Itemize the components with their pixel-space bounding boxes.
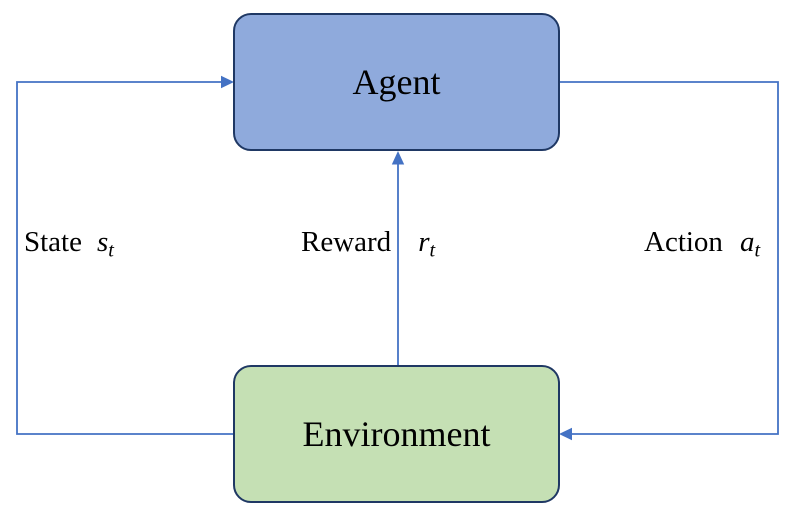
- action-symbol: at: [739, 226, 761, 262]
- action-label-word: Action: [644, 226, 723, 258]
- reward-label-word: Reward: [301, 226, 392, 258]
- state-label: State st: [24, 226, 114, 262]
- state-arrow: [16, 75, 234, 435]
- reward-arrowhead-icon: [391, 151, 405, 165]
- state-arrowhead-icon: [221, 75, 234, 89]
- state-label-word: State: [24, 226, 82, 258]
- reward-symbol: rt: [418, 226, 436, 262]
- reward-label: Reward rt: [301, 226, 436, 262]
- action-arrowhead-icon: [559, 427, 572, 441]
- state-symbol: st: [97, 226, 114, 262]
- agent-node-label: Agent: [352, 62, 441, 102]
- environment-node-label: Environment: [302, 414, 491, 454]
- environment-node: Environment: [233, 365, 560, 503]
- reward-arrow: [391, 151, 405, 365]
- action-arrow: [559, 81, 779, 441]
- action-label: Action at: [644, 226, 761, 262]
- agent-node: Agent: [233, 13, 560, 151]
